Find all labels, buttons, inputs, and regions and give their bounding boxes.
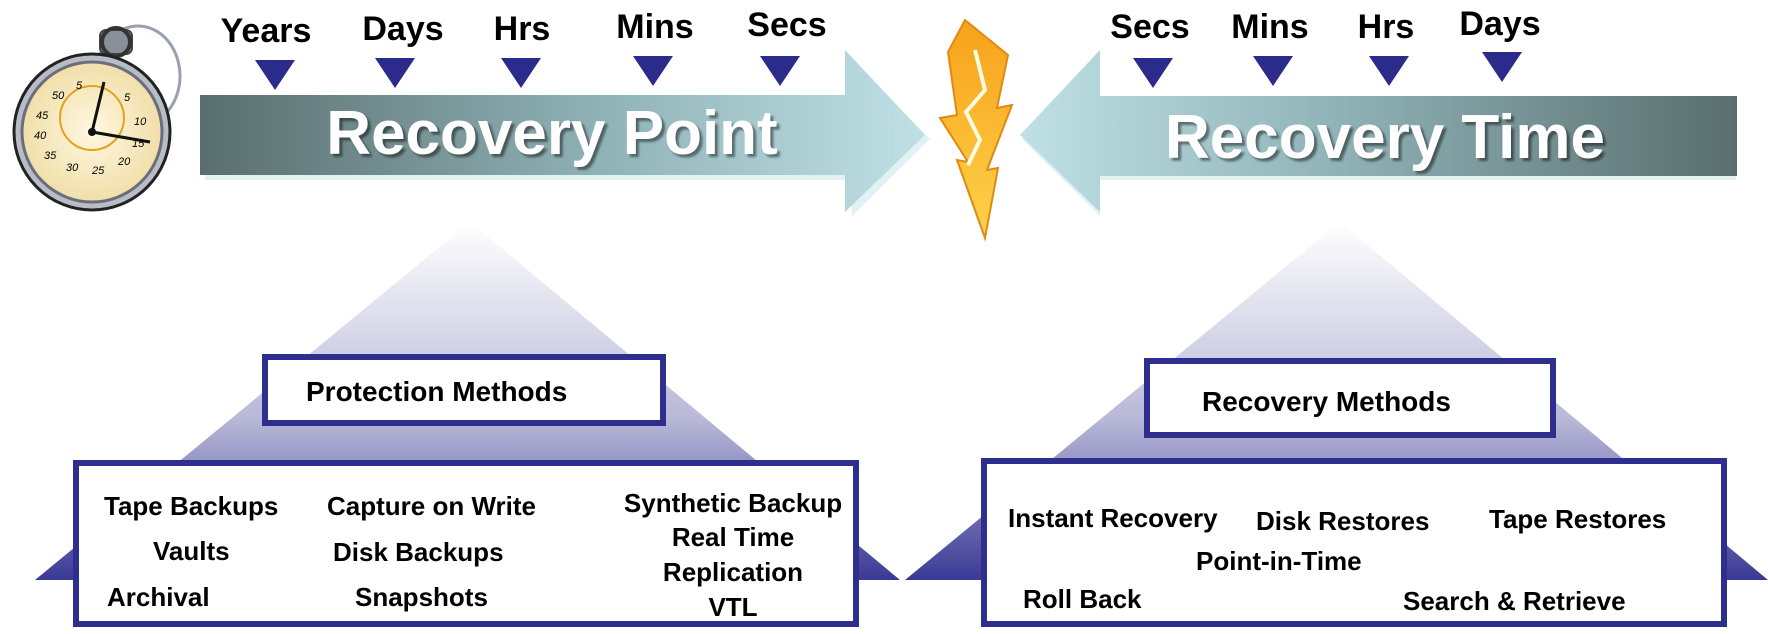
rpo-tick-label: Days [362,10,444,48]
recovery-item: Tape Restores [1489,504,1667,534]
rto-tick-label: Days [1459,5,1541,43]
protection-item: Replication [662,557,804,587]
recovery-methods-title-box: Recovery Methods [1144,358,1556,438]
recovery-point-arrow [200,50,930,216]
protection-item: Vaults [153,536,230,566]
protection-item: Archival [107,582,210,612]
rpo-tick-label: Mins [616,8,694,46]
stopwatch-icon [12,24,182,212]
protection-item: Capture on Write [327,491,536,521]
protection-methods-title: Protection Methods [306,376,568,407]
recovery-item: Instant Recovery [1008,503,1218,533]
recovery-item: Disk Restores [1256,506,1430,536]
recovery-item: Point-in-Time [1196,546,1362,576]
protection-item: Real Time [671,522,795,552]
recovery-methods-title: Recovery Methods [1202,386,1451,417]
protection-item: Snapshots [355,582,488,612]
rpo-tick-label: Secs [747,6,827,44]
protection-item: Disk Backups [333,537,504,567]
recovery-item: Search & Retrieve [1403,586,1626,616]
recovery-point-title: Recovery Point [326,99,778,168]
rpo-tick-label: Years [220,12,312,50]
recovery-methods-box: Instant Recovery Disk Restores Tape Rest… [981,458,1727,627]
recovery-item: Roll Back [1023,584,1142,614]
lightning-icon [938,18,1014,242]
protection-methods-box: Tape Backups Vaults Archival Capture on … [73,460,859,627]
protection-methods-title-box: Protection Methods [262,354,666,426]
rto-tick-label: Secs [1110,8,1190,46]
rto-tick-label: Mins [1231,8,1309,46]
protection-item: Tape Backups [104,491,279,521]
protection-item: VTL [708,592,758,622]
protection-item: Synthetic Backup [623,488,843,518]
rpo-tick-label: Hrs [493,10,551,48]
recovery-time-title: Recovery Time [1165,103,1605,172]
recovery-time-arrow [1020,50,1737,216]
rto-tick-label: Hrs [1357,8,1415,46]
